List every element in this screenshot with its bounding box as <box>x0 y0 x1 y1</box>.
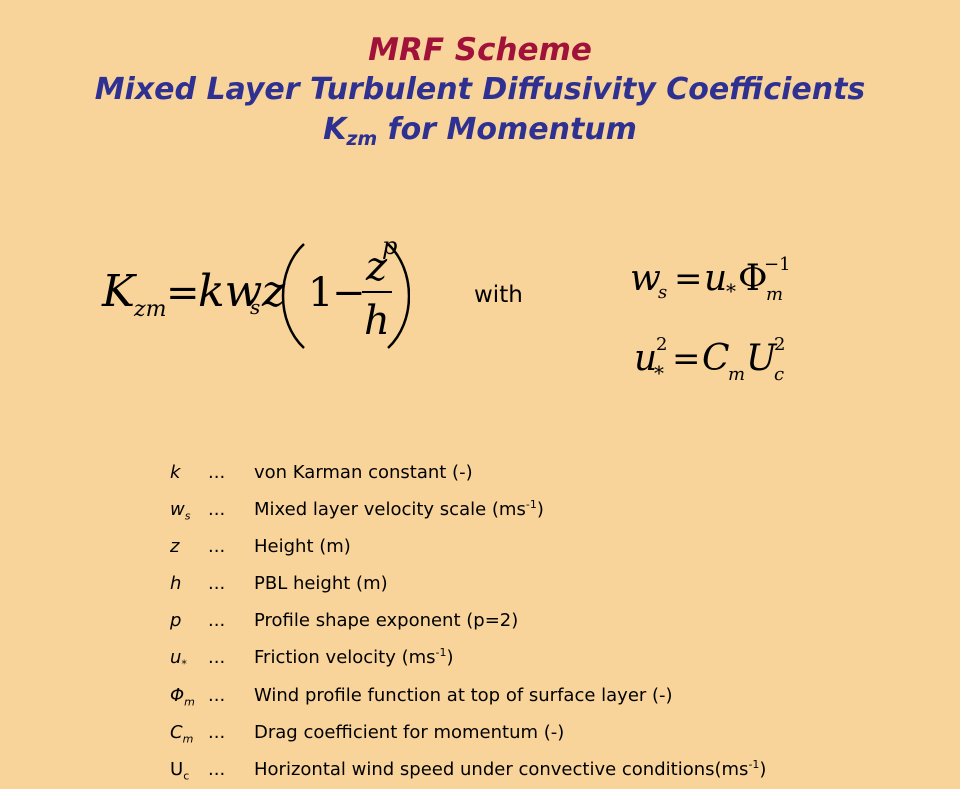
svg-text:C: C <box>702 338 730 379</box>
legend-symbol: Uc <box>170 758 190 783</box>
legend-row: z ... Height (m) <box>170 529 766 566</box>
svg-text:zm: zm <box>133 297 166 322</box>
svg-text:h: h <box>364 298 390 344</box>
svg-text:*: * <box>726 279 736 303</box>
svg-text:s: s <box>658 282 667 303</box>
legend-description: Drag coefficient for momentum (-) <box>254 721 565 743</box>
legend-symbol: ws <box>170 499 191 523</box>
legend-row: Φm ... Wind profile function at top of s… <box>170 678 766 715</box>
ustar-equation: u 2 * = C m U 2 c <box>632 330 802 390</box>
kzm-equation: K zm = kw s z 1 − z h <box>100 230 411 350</box>
legend-description: PBL height (m) <box>254 573 388 595</box>
legend-row: p ... Profile shape exponent (p=2) <box>170 603 766 640</box>
legend-symbol: Cm <box>170 721 194 746</box>
ws-equation: w s = u * Φ −1 m <box>628 248 798 308</box>
legend-dots: ... <box>208 684 226 706</box>
legend-row: Uc ... Horizontal wind speed under conve… <box>170 752 766 789</box>
legend-description: Height (m) <box>254 536 351 558</box>
svg-text:u: u <box>634 338 657 379</box>
legend-description: Friction velocity (ms-1) <box>254 646 454 669</box>
kzm-equation-graphic: K zm = kw s z 1 − z h <box>101 243 411 349</box>
exponent-p: p <box>382 232 398 260</box>
k-symbol: K <box>323 112 347 147</box>
slide-title: MRF Scheme <box>368 32 592 68</box>
legend-dots: ... <box>208 462 226 483</box>
legend-row: u* ... Friction velocity (ms-1) <box>170 640 766 677</box>
legend-dots: ... <box>208 573 226 595</box>
legend-row: ws ... Mixed layer velocity scale (ms-1) <box>170 492 766 529</box>
legend-dots: ... <box>208 721 226 743</box>
legend-description: Horizontal wind speed under convective c… <box>254 757 767 780</box>
svg-text:=: = <box>672 339 701 379</box>
legend-symbol: u* <box>170 647 187 672</box>
legend-dots: ... <box>208 758 226 780</box>
k-subscript: zm <box>346 128 378 150</box>
legend-dots: ... <box>208 610 226 632</box>
legend-description: Wind profile function at top of surface … <box>254 684 673 706</box>
legend-dots: ... <box>208 536 226 558</box>
legend-row: Cm ... Drag coefficient for momentum (-) <box>170 715 766 752</box>
svg-text:−: − <box>332 270 366 316</box>
ws-equation-graphic: w s = u * Φ −1 m <box>630 254 791 305</box>
svg-text:U: U <box>746 338 778 379</box>
legend-symbol: k <box>170 462 181 483</box>
svg-text:1: 1 <box>308 270 333 316</box>
legend-row: k ... von Karman constant (-) <box>170 455 766 492</box>
svg-text:u: u <box>704 258 727 299</box>
legend-symbol: h <box>170 573 182 595</box>
svg-text:2: 2 <box>774 334 785 355</box>
svg-text:−1: −1 <box>764 254 791 275</box>
legend-row: h ... PBL height (m) <box>170 566 766 603</box>
svg-text:m: m <box>728 364 745 385</box>
legend-dots: ... <box>208 499 226 521</box>
svg-text:=: = <box>674 259 703 299</box>
ustar-equation-graphic: u 2 * = C m U 2 c <box>634 334 785 385</box>
svg-text:2: 2 <box>656 334 667 355</box>
symbol-legend: k ... von Karman constant (-) ws ... Mix… <box>170 455 766 789</box>
svg-text:*: * <box>654 361 664 385</box>
legend-symbol: p <box>170 610 182 632</box>
slide-title-block: MRF Scheme Mixed Layer Turbulent Diffusi… <box>0 30 960 159</box>
svg-text:Φ: Φ <box>738 258 768 299</box>
svg-text:K: K <box>101 266 137 317</box>
legend-description: von Karman constant (-) <box>254 462 473 483</box>
legend-description: Mixed layer velocity scale (ms-1) <box>254 498 544 521</box>
legend-dots: ... <box>208 647 226 669</box>
momentum-label: for Momentum <box>377 112 637 147</box>
legend-symbol: z <box>170 536 180 558</box>
svg-text:w: w <box>630 258 661 299</box>
with-label: with <box>474 282 523 308</box>
svg-text:kw: kw <box>198 266 262 317</box>
slide-subtitle: Mixed Layer Turbulent Diffusivity Coeffi… <box>94 72 866 107</box>
svg-text:m: m <box>766 284 783 305</box>
slide-subtitle-momentum: Kzm for Momentum <box>0 110 960 159</box>
svg-text:=: = <box>166 270 200 316</box>
svg-text:z: z <box>365 244 388 290</box>
svg-text:c: c <box>774 364 784 385</box>
legend-symbol: Φm <box>170 684 195 709</box>
svg-text:z: z <box>261 266 286 317</box>
legend-description: Profile shape exponent (p=2) <box>254 610 519 632</box>
svg-text:s: s <box>250 295 260 319</box>
